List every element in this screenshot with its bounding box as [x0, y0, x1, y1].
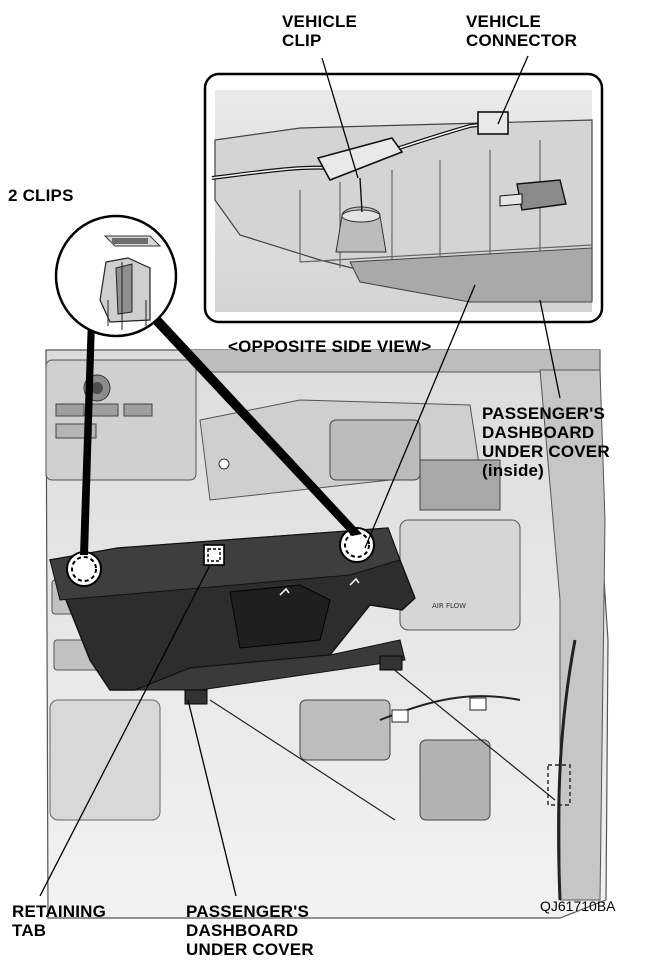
clip-marker-left: [66, 551, 102, 587]
passengers-dashboard-under-cover: [49, 527, 416, 705]
clip-callout-wedge-right: [145, 308, 362, 536]
clip-callout-wedge-left: [80, 318, 95, 555]
label-passengers-dashboard-under-cover-inside: PASSENGER'S DASHBOARD UNDER COVER (insid…: [482, 404, 610, 480]
air-flow-marking: AIR FLOW: [432, 602, 466, 610]
opposite-side-view-inset: [203, 72, 604, 324]
label-opposite-side-view: <OPPOSITE SIDE VIEW>: [228, 337, 432, 356]
lower-components: [299, 695, 571, 821]
label-retaining-tab: RETAINING TAB: [12, 902, 107, 940]
figure-code: QJ61710BA: [540, 898, 616, 914]
two-clips-detail: [54, 214, 178, 338]
label-passengers-dashboard-under-cover: PASSENGER'S DASHBOARD UNDER COVER: [186, 902, 314, 959]
leader-lines: [39, 55, 561, 897]
label-vehicle-connector: VEHICLE CONNECTOR: [466, 12, 578, 50]
label-two-clips: 2 CLIPS: [8, 186, 74, 205]
retaining-tab-marker: [203, 544, 225, 566]
air-duct: AIR FLOW: [199, 399, 521, 631]
label-vehicle-clip: VEHICLE CLIP: [282, 12, 358, 50]
